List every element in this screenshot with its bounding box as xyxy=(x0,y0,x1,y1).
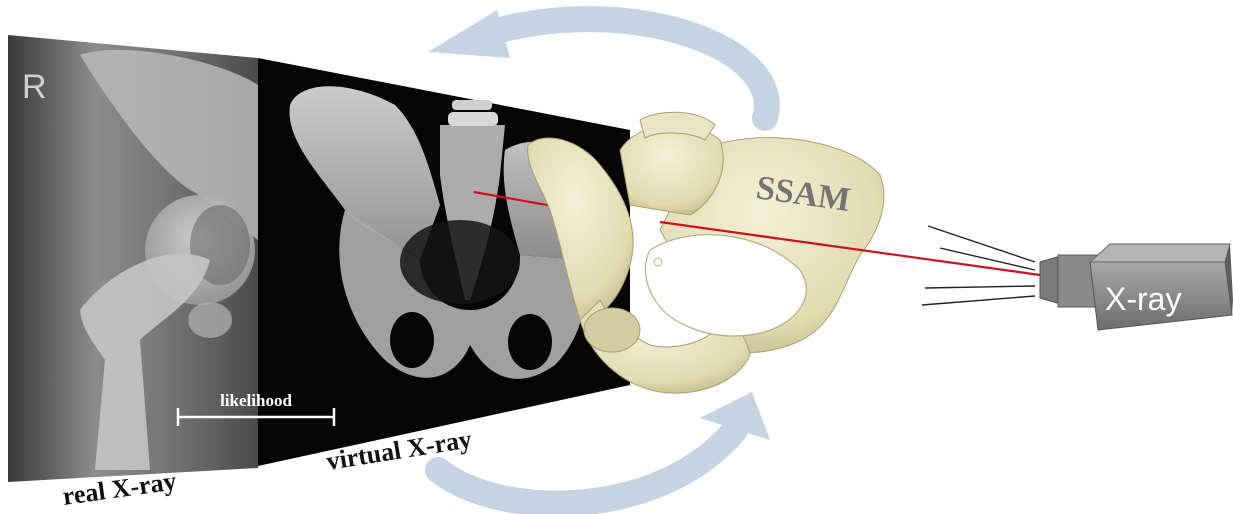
likelihood-label: likelihood xyxy=(220,391,292,410)
real-xray-panel: R xyxy=(8,35,258,482)
xray-source: X-ray xyxy=(922,226,1233,330)
xray-source-label: X-ray xyxy=(1105,281,1181,317)
side-marker-r: R xyxy=(22,68,47,106)
circular-arrow-icon xyxy=(428,10,510,58)
